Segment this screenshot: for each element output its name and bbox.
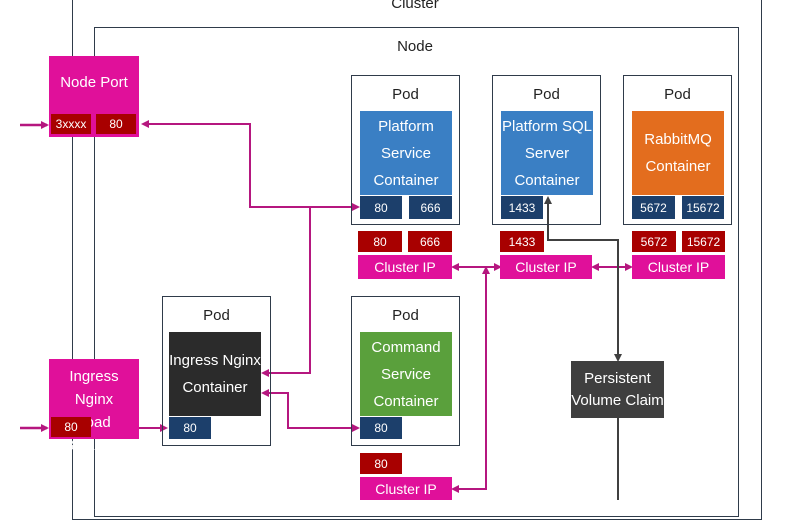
platform-container-port-80: 80 xyxy=(360,196,402,219)
command-pod-label: Pod xyxy=(392,307,419,324)
command-cluster-ip-port: 80 xyxy=(360,453,402,474)
rabbitmq-container: RabbitMQ Container xyxy=(632,111,724,195)
node-port-external-port: 3xxxx xyxy=(51,114,91,134)
ingress-nginx-container: Ingress Nginx Container xyxy=(169,332,261,416)
platform-pod: Pod xyxy=(351,75,460,225)
node-port-title: Node Port xyxy=(60,74,128,91)
command-container-line1: Command xyxy=(371,338,441,356)
ingress-container-port: 80 xyxy=(169,417,211,439)
ingress-to-platform-line xyxy=(261,207,311,377)
rabbitmq-cluster-ip-port-5672: 5672 xyxy=(632,231,676,252)
node-port-internal-port: 80 xyxy=(96,114,136,134)
ingress-lb-port: 80 xyxy=(51,417,91,437)
pvc-line2: Volume Claim xyxy=(571,391,664,409)
ingress-pod: Pod xyxy=(162,296,271,446)
platform-service-container: Platform Service Container xyxy=(360,111,452,195)
connector-lines xyxy=(20,120,633,500)
platform-cluster-ip-port-80: 80 xyxy=(358,231,402,252)
platform-container-line3: Container xyxy=(373,171,439,189)
persistent-volume-claim: Persistent Volume Claim xyxy=(571,361,664,418)
ingress-to-command-line xyxy=(261,389,360,432)
platform-container-port-666: 666 xyxy=(409,196,452,219)
platform-cluster-ip: Cluster IP xyxy=(358,255,452,279)
command-cluster-ip: Cluster IP xyxy=(360,477,452,500)
platform-cluster-ip-port-666: 666 xyxy=(408,231,452,252)
node-label: Node xyxy=(397,38,433,55)
ingress-container-line1: Ingress Nginx xyxy=(169,352,261,369)
sql-container-line3: Container xyxy=(514,171,580,189)
sql-cluster-ip-port: 1433 xyxy=(500,231,544,252)
command-service-container: Command Service Container xyxy=(360,332,452,416)
rabbitmq-cluster-ip: Cluster IP xyxy=(632,255,725,279)
command-ip-to-sql-ip-line xyxy=(451,266,490,493)
sql-pod-label: Pod xyxy=(533,86,560,103)
sql-to-pvc-line xyxy=(544,196,622,362)
ingress-container-line2: Container xyxy=(182,379,248,396)
node-port-box: Node Port 3xxxx 80 xyxy=(49,56,139,137)
command-container-line3: Container xyxy=(373,392,439,410)
sql-cluster-ip: Cluster IP xyxy=(500,255,592,279)
rabbitmq-container-line2: Container xyxy=(645,158,711,175)
sql-container-port: 1433 xyxy=(501,196,543,219)
rabbitmq-pod-label: Pod xyxy=(664,86,691,103)
command-container-line2: Service xyxy=(380,365,432,383)
platform-sql-server-container: Platform SQL Server Container xyxy=(501,111,593,195)
rabbitmq-pod: Pod xyxy=(623,75,732,225)
rabbitmq-cluster-ip-port-15672: 15672 xyxy=(682,231,725,252)
platform-container-line1: Platform xyxy=(378,117,434,135)
rabbitmq-container-port-15672: 15672 xyxy=(682,196,724,219)
sql-pod: Pod xyxy=(492,75,601,225)
ingress-load-balancer-box: Ingress Nginx Load Balancer 80 xyxy=(49,359,139,454)
cluster-label: Cluster xyxy=(391,0,439,12)
platform-container-line2: Service xyxy=(380,144,432,162)
ingress-lb-title: Ingress Nginx Load Balancer xyxy=(49,365,139,457)
pvc-line1: Persistent xyxy=(584,369,651,387)
nodeport-to-platform-line xyxy=(141,120,360,211)
sql-container-line2: Server xyxy=(524,144,570,162)
ingress-lb-title-line1: Ingress Nginx xyxy=(69,368,119,408)
ingress-pod-label: Pod xyxy=(203,307,230,324)
platform-pod-label: Pod xyxy=(392,86,419,103)
command-pod: Pod xyxy=(351,296,460,446)
command-container-port: 80 xyxy=(360,417,402,439)
rabbitmq-container-line1: RabbitMQ xyxy=(644,131,712,148)
rabbitmq-container-port-5672: 5672 xyxy=(632,196,675,219)
sql-container-line1: Platform SQL xyxy=(501,117,593,135)
